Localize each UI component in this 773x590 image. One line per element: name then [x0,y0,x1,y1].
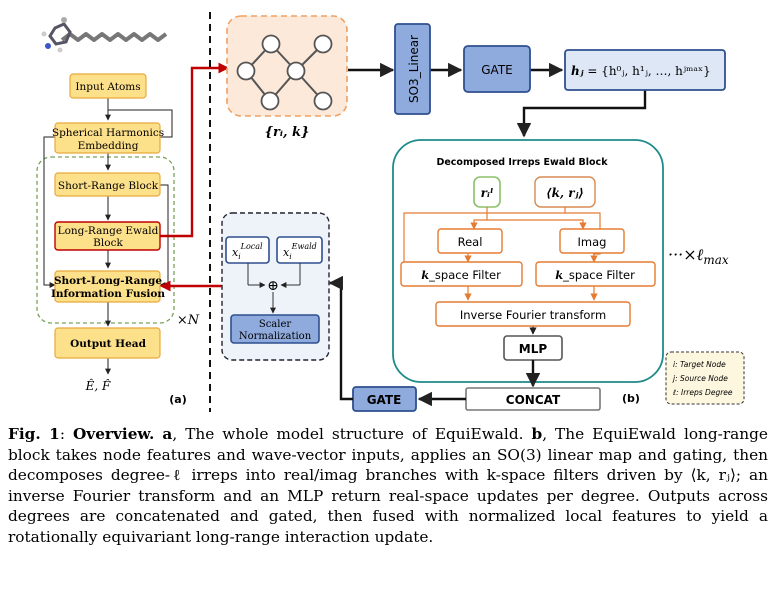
long-range-flow-arrow [160,62,230,238]
caption-part-b-text: , The EquiEwald long-range block takes n… [8,425,768,546]
mlp-label: MLP [519,342,548,356]
legend: i: Target Node j: Source Node ℓ: Irreps … [665,351,745,405]
k-filter-left-box: k_space Filter [400,261,523,287]
legend-degree: ℓ: Irreps Degree [672,388,733,397]
k-filter-right-k: k [555,268,563,282]
caption-part-a-label: a [162,425,173,443]
fusion-label-1: Short-Long-Range [54,275,162,287]
graph-inputs-label: {rᵢ, k} [265,125,310,140]
scaler-label-2: Normalization [239,331,312,342]
outputs-label: Ê, F̂ [85,378,111,393]
graph-box [226,15,348,117]
concat-label: CONCAT [506,393,561,407]
imag-box: Imag [559,228,625,254]
long-range-ewald-box: Long-Range Ewald Block [54,221,161,251]
gate-top-label: GATE [481,63,513,77]
concat-box: CONCAT [465,387,601,411]
caption-part-a-text: , The whole model structure of EquiEwald… [172,425,532,443]
svg-text:xiLocal: xiLocal [232,242,263,261]
spherical-harmonics-label-1: Spherical Harmonics [52,127,164,139]
real-box: Real [437,228,503,254]
gate-bottom-box: GATE [352,386,417,412]
molecule-icon [41,17,168,53]
imag-label: Imag [578,235,607,249]
input-atoms-label: Input Atoms [75,81,140,93]
mlp-box: MLP [503,335,563,361]
long-range-label-2: Block [93,237,123,249]
real-label: Real [458,235,483,249]
fusion-label-2: Information Fusion [51,288,165,300]
ewald-title: Decomposed Irreps Ewald Block [436,157,608,168]
hj-lhs: hⱼ [571,64,584,78]
ewald-block: Decomposed Irreps Ewald Block rᵢˡ ⟨k, rⱼ… [392,139,664,383]
oplus-symbol: ⊕ [267,278,279,294]
caption-colon: : [59,425,73,443]
hj-rhs: = {h⁰ⱼ, h¹ⱼ, …, hʲᵐᵃˣ} [584,64,711,78]
hj-box: hⱼ = {h⁰ⱼ, h¹ⱼ, …, hʲᵐᵃˣ} [564,49,726,91]
ewald-repeat-label: ···×ℓmax [668,245,729,267]
fusion-box: Short-Long-Range Information Fusion [51,270,165,303]
k-input-box: ⟨k, rⱼ⟩ [534,176,596,208]
spherical-harmonics-box: Spherical Harmonics Embedding [52,122,164,154]
k-filter-right-box: k_space Filter [535,261,656,287]
output-head-box: Output Head [54,327,161,359]
k-filter-left-text: _space Filter [428,268,501,282]
fusion-panel: xiLocal xiEwald ⊕ Scaler Normalization [221,212,330,361]
k-filter-left-k: k [421,268,429,282]
legend-target: i: Target Node [673,360,726,369]
inverse-fourier-label: Inverse Fourier transform [460,308,606,322]
scaler-label-1: Scaler [259,319,292,330]
inverse-fourier-box: Inverse Fourier transform [435,301,631,327]
k-input-label: ⟨k, rⱼ⟩ [546,186,584,200]
caption-heading: Overview. [72,425,155,443]
svg-text:xiEwald: xiEwald [283,242,317,261]
legend-source: j: Source Node [672,374,728,383]
panel-a-label: (a) [169,393,186,406]
gate-bottom-label: GATE [367,393,402,407]
figure-caption: Fig. 1: Overview. a, The whole model str… [8,424,768,547]
repeat-n-label: ×N [177,313,200,328]
r-input-label: rᵢˡ [481,186,494,200]
short-range-box: Short-Range Block [54,172,161,197]
panel-b-label: (b) [622,392,640,405]
svg-text:k_space Filter: k_space Filter [421,268,501,282]
input-atoms-box: Input Atoms [69,73,147,99]
so3-linear-label: SO3_Linear [407,35,421,103]
k-filter-right-text: _space Filter [562,268,635,282]
r-input-box: rᵢˡ [473,176,501,208]
long-range-label-1: Long-Range Ewald [58,225,159,237]
short-range-label: Short-Range Block [58,180,159,192]
svg-text:k_space Filter: k_space Filter [555,268,635,282]
gate-top-box: GATE [463,45,531,93]
overview-diagram: Input Atoms Spherical Harmonics Embeddin… [36,12,745,412]
caption-part-b-label: b [531,425,543,443]
svg-text:hⱼ = {h⁰ⱼ, h¹ⱼ, …, hʲᵐᵃˣ}: hⱼ = {h⁰ⱼ, h¹ⱼ, …, hʲᵐᵃˣ} [571,64,711,78]
caption-fig-label: Fig. 1 [8,425,60,443]
so3-linear-box: SO3_Linear [394,23,431,115]
output-head-label: Output Head [70,338,147,350]
spherical-harmonics-label-2: Embedding [78,140,139,152]
